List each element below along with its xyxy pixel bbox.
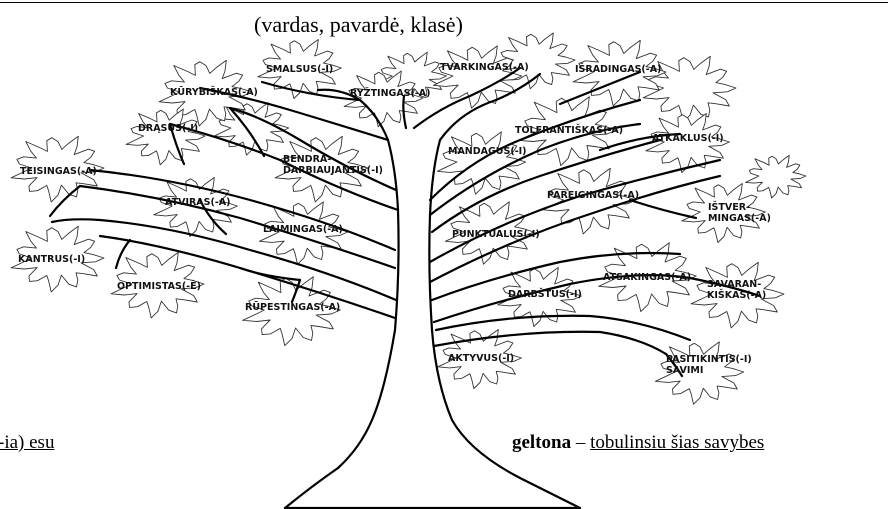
trait-label-line: DARBŠTUS(-I) (508, 288, 582, 300)
trait-label-line: MINGAS(-A) (708, 213, 771, 224)
decorative-leaf (215, 103, 289, 156)
trait-label-line: PUNKTUALUS(-I) (452, 229, 540, 240)
trait-label-rupestingas: RŪPESTINGAS(-A) (245, 302, 340, 313)
trait-label-line: ATKAKLUS(-I) (652, 133, 724, 144)
trait-label-ryztingas: RYŽTINGAS(-A) (350, 87, 431, 99)
trait-label-line: KANTRUS(-I) (18, 254, 85, 265)
trait-label-optimistas: OPTIMISTAS(-Ė) (117, 281, 201, 292)
trait-label-line: OPTIMISTAS(-Ė) (117, 281, 201, 292)
trait-label-aktyvus: AKTYVUS(-I) (448, 353, 514, 364)
trait-label-line: SAVIMI (666, 365, 703, 376)
leaf-drasus (126, 109, 205, 165)
trait-label-line: IŠRADINGAS(-A) (575, 63, 661, 75)
trait-label-line: DARBIAUJANTIS(-I) (283, 165, 383, 176)
trait-label-darbstus: DARBŠTUS(-I) (508, 288, 582, 300)
trait-label-line: BENDRA- (283, 154, 331, 165)
trait-label-teisingas: TEISINGAS(-A) (20, 166, 97, 177)
trait-label-line: TOLERANTIŠKAS(-A) (515, 124, 623, 136)
trait-label-line: TEISINGAS(-A) (20, 166, 97, 177)
trait-label-line: LAIMINGAS(-A) (263, 224, 343, 235)
trait-label-savarankiskas: SAVARAN-KIŠKAS(-A) (707, 279, 766, 301)
trait-label-mandagus: MANDAGUS(-I) (448, 146, 527, 157)
trait-label-line: KŪRYBIŠKAS(-A) (170, 86, 258, 98)
trait-label-line: IŠTVER- (708, 201, 750, 213)
trait-label-pareigingas: PAREIGINGAS(-A) (547, 190, 639, 201)
trait-label-drasus: DRĄSUS(-I) (138, 123, 198, 134)
trait-label-atviras: ATVIRAS(-A) (165, 197, 230, 208)
trait-label-line: RYŽTINGAS(-A) (350, 87, 431, 99)
trait-label-isradingas: IŠRADINGAS(-A) (575, 63, 661, 75)
trait-label-istvermingas: IŠTVER-MINGAS(-A) (708, 201, 771, 224)
trait-label-tolerantiskas: TOLERANTIŠKAS(-A) (515, 124, 623, 136)
leaf-pareigingas (543, 168, 636, 234)
trait-label-line: AKTYVUS(-I) (448, 353, 514, 364)
trait-label-line: MANDAGUS(-I) (448, 146, 527, 157)
trait-label-line: ATVIRAS(-A) (165, 197, 230, 208)
trait-label-atkaklus: ATKAKLUS(-I) (652, 133, 724, 144)
decorative-leaf (746, 155, 806, 198)
trait-label-line: SMALSUS(-I) (266, 64, 333, 75)
trait-label-line: SAVARAN- (707, 279, 761, 290)
trait-label-punktualus: PUNKTUALUS(-I) (452, 229, 540, 240)
trait-label-tvarkingas: TVARKINGAS(-A) (440, 62, 529, 73)
trait-label-line: PASITIKINTIS(-I) (666, 354, 752, 365)
trait-label-line: PAREIGINGAS(-A) (547, 190, 639, 201)
trait-label-kantrus: KANTRUS(-I) (18, 254, 85, 265)
trait-label-line: ATSAKINGAS(-A) (603, 272, 691, 283)
trait-label-line: RŪPESTINGAS(-A) (245, 302, 340, 313)
trait-label-kurybiskas: KŪRYBIŠKAS(-A) (170, 86, 258, 98)
trait-label-line: DRĄSUS(-I) (138, 123, 198, 134)
trait-label-laimingas: LAIMINGAS(-A) (263, 224, 343, 235)
trait-label-atsakingas: ATSAKINGAS(-A) (603, 272, 691, 283)
trait-label-smalsus: SMALSUS(-I) (266, 64, 333, 75)
trait-label-line: TVARKINGAS(-A) (440, 62, 529, 73)
trait-label-line: KIŠKAS(-A) (707, 289, 766, 301)
